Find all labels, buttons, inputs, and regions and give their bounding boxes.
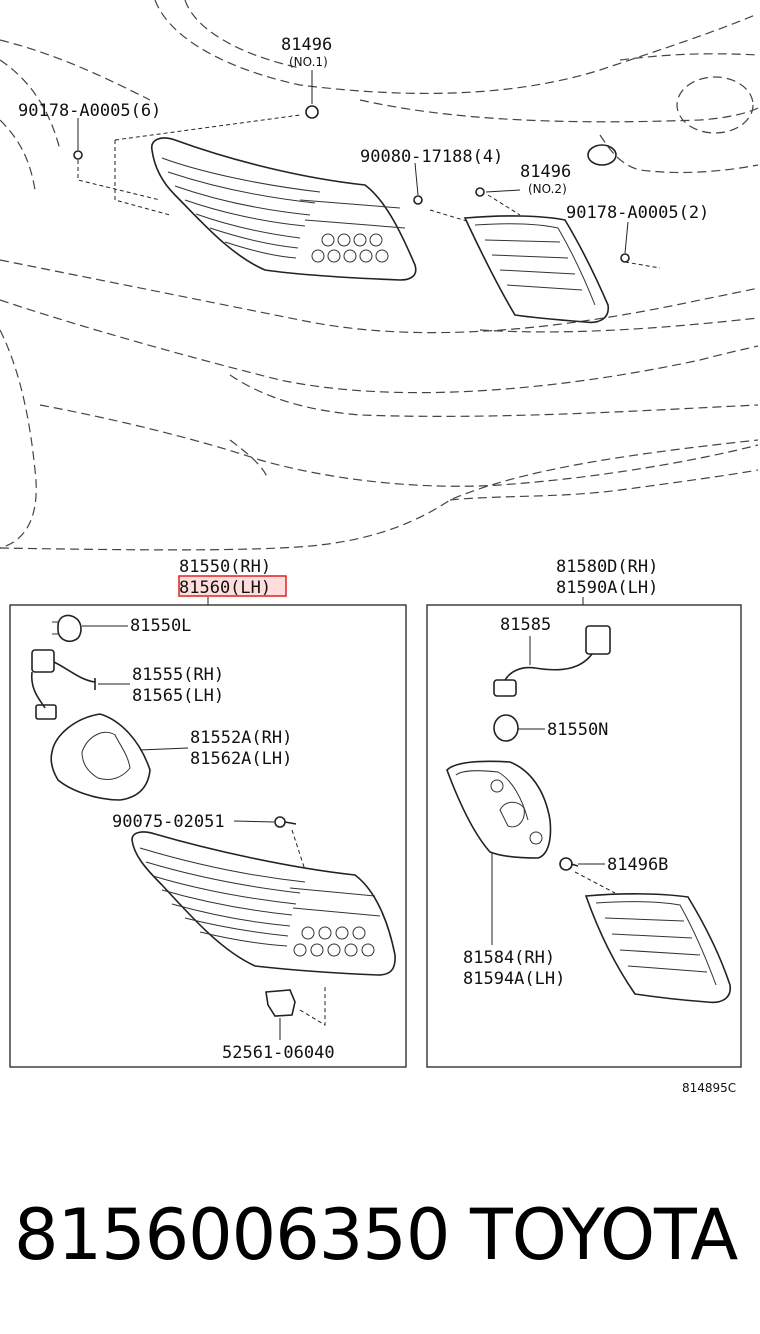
label-52561-06040: 52561-06040 [222,1043,335,1063]
top-fasteners [73,105,630,263]
right-box-inner-lamp [584,893,732,1004]
label-90178-a0005-6: 90178-A0005(6) [18,101,161,121]
label-no2: (NO.2) [528,182,567,196]
label-81555-rh: 81555(RH) [132,665,224,685]
label-81580d-rh: 81580D(RH) [556,557,658,577]
label-90075-02051: 90075-02051 [112,812,225,832]
top-inner-lamp [463,215,610,324]
label-81496-no1: 81496 [281,35,332,55]
label-90178-a0005-2: 90178-A0005(2) [566,203,709,223]
clip-81496b [559,857,579,871]
bulb-81550l [52,614,82,642]
screw-90075 [274,816,297,828]
label-81562a-lh: 81562A(LH) [190,749,292,769]
top-leaders [77,70,661,269]
label-81496b: 81496B [607,855,668,875]
label-81565-lh: 81565(LH) [132,686,224,706]
socket-wire-81555 [30,649,96,720]
brand-name: TOYOTA [470,1194,738,1276]
gasket-81584 [446,760,552,859]
parts-diagram: 81496 (NO.1) 90178-A0005(6) 90080-17188(… [0,0,759,1095]
clip-52561 [265,989,296,1017]
label-81550-rh: 81550(RH) [179,557,271,577]
label-81552a-rh: 81552A(RH) [190,728,292,748]
label-81550n: 81550N [547,720,608,740]
bulb-81550n [493,714,519,742]
highlighted-part-81560 [178,575,287,597]
label-81585: 81585 [500,615,551,635]
top-tail-lamp-outer [151,137,417,281]
left-box-tail-lamp [131,831,396,976]
label-81590a-lh: 81590A(LH) [556,578,658,598]
label-no1: (NO.1) [289,55,328,69]
label-81560-lh: 81560(LH) [179,578,271,598]
gasket-81552a [50,713,151,801]
label-81550l: 81550L [130,616,191,636]
label-81584-rh: 81584(RH) [463,948,555,968]
diagram-reference-code: 814895C [682,1081,736,1095]
wire-harness-81585 [493,625,611,697]
footer: 8156006350 TOYOTA [0,1180,760,1290]
right-assembly-box [426,604,742,1068]
top-lamp-led-array [311,233,389,263]
vehicle-body-outline [0,0,759,551]
label-81594a-lh: 81594A(LH) [463,969,565,989]
label-81496-no2: 81496 [520,162,571,182]
label-90080-17188: 90080-17188(4) [360,147,503,167]
part-number: 8156006350 [14,1194,450,1276]
